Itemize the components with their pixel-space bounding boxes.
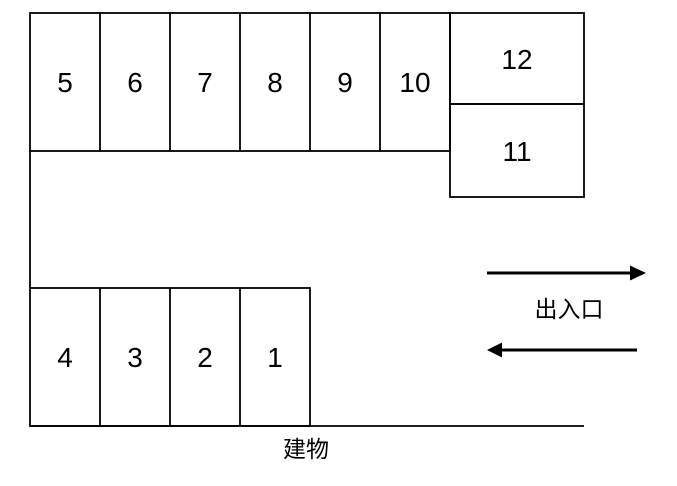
entrance-exit-label: 出入口 xyxy=(535,296,604,322)
stall-number-3: 3 xyxy=(127,342,143,373)
stall-number-11: 11 xyxy=(502,136,531,167)
stall-number-5: 5 xyxy=(57,67,73,98)
stall-number-7: 7 xyxy=(197,67,213,98)
stall-number-9: 9 xyxy=(337,67,353,98)
stall-number-6: 6 xyxy=(127,67,143,98)
stall-number-10: 10 xyxy=(399,67,430,98)
arrow-left-icon xyxy=(487,342,637,358)
stall-number-12: 12 xyxy=(501,44,532,75)
stall-number-8: 8 xyxy=(267,67,283,98)
stall-number-4: 4 xyxy=(57,342,73,373)
stall-number-1: 1 xyxy=(267,342,283,373)
stall-number-2: 2 xyxy=(197,342,213,373)
building-label: 建物 xyxy=(283,436,329,462)
arrow-right-icon xyxy=(487,265,646,281)
stall-11-box xyxy=(449,103,585,198)
